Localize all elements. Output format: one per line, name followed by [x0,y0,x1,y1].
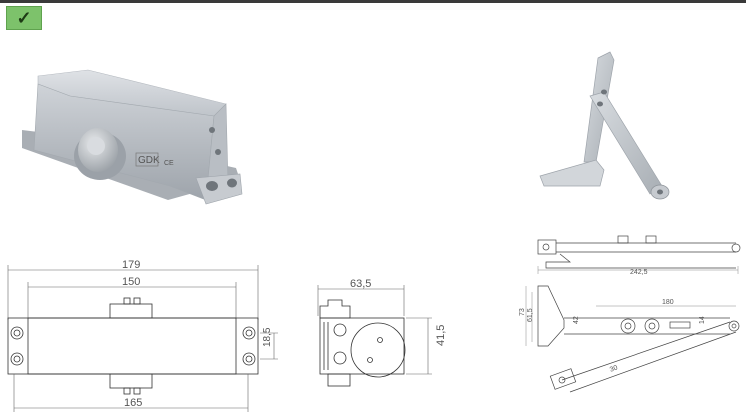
dimension-base: 165 [124,397,142,409]
top-border [0,0,746,3]
dimension-height-left: 18,5 [262,327,273,347]
dimension-h4: 14 [699,316,706,324]
door-closer-body: GDK CE [22,69,243,205]
dimension-total: 179 [122,259,140,271]
dimension-arm-label: 30 [609,364,619,373]
drawing-arm-view [525,235,741,393]
checkmark-icon: ✓ [16,8,32,28]
dimension-height-mid: 41,5 [435,325,447,346]
drawing-top-view [7,265,278,412]
brand-label: GDK [138,155,160,166]
check-button[interactable]: ✓ [6,6,42,30]
dimension-h1: 73 [519,308,526,316]
dimension-h2: 61,5 [527,308,534,322]
dimension-h3: 42 [573,316,580,324]
drawing-side-view [317,285,432,387]
dimension-center: 150 [122,276,140,288]
dimension-width-mid: 63,5 [350,278,371,290]
dimension-span: 180 [662,299,674,306]
ce-mark: CE [164,160,174,167]
door-closer-arm [539,51,670,200]
dimension-arm-length: 242,5 [630,269,648,276]
